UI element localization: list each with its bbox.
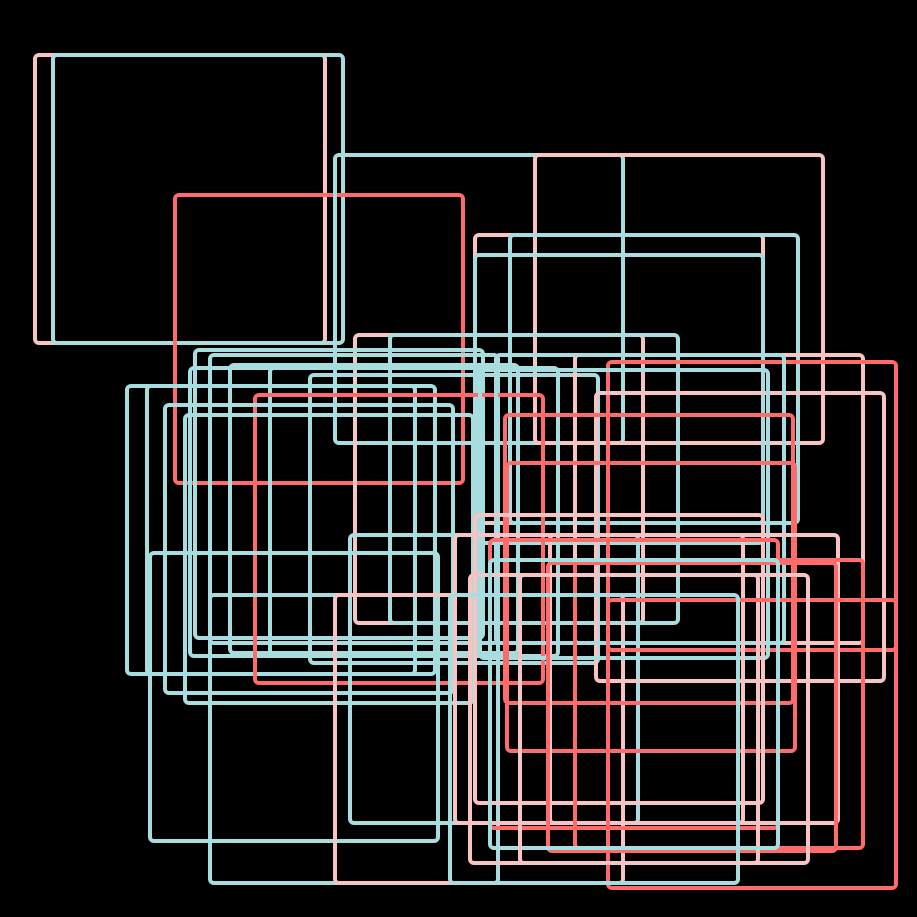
outlined-square-teal — [145, 384, 437, 676]
outlined-square-teal — [51, 53, 345, 345]
outlined-square-coral — [606, 598, 898, 890]
outlined-square-teal — [448, 593, 740, 885]
outlined-square-teal — [193, 348, 485, 640]
outlined-square-teal — [494, 353, 786, 645]
outlined-square-coral — [173, 193, 465, 485]
outlined-square-coral — [546, 561, 838, 853]
outlined-square-teal — [228, 363, 520, 655]
outlined-square-coral — [505, 461, 797, 753]
outlined-square-pink — [473, 513, 765, 805]
outlined-square-teal — [508, 233, 800, 525]
outlined-squares-group — [33, 53, 898, 890]
outlined-square-pink — [518, 573, 810, 865]
outlined-square-teal — [148, 551, 440, 843]
outlined-square-teal — [488, 558, 780, 850]
outlined-square-coral — [606, 360, 898, 652]
outlined-square-teal — [388, 333, 680, 625]
outlined-square-teal — [473, 253, 765, 545]
